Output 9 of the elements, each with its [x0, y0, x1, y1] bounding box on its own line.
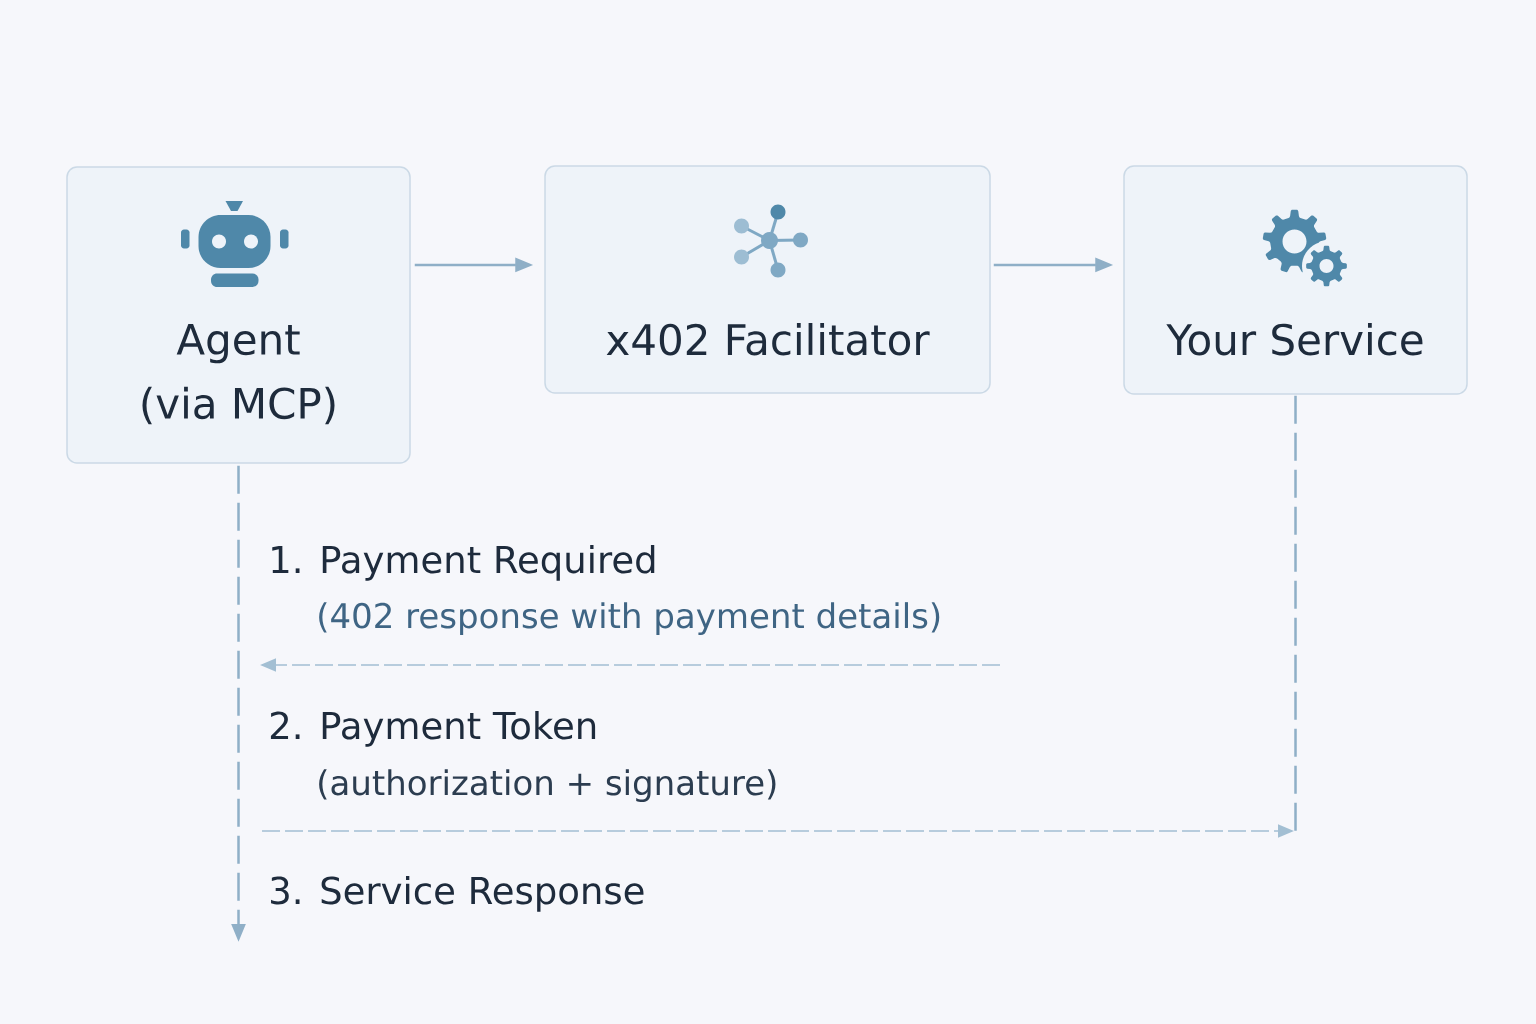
step-heading: 2. Payment Token	[270, 710, 596, 747]
process-box: Your Service	[1123, 165, 1468, 395]
step-heading: 1. Payment Required	[272, 544, 655, 581]
step-description: (402 response with payment details)	[319, 602, 940, 636]
dashed-line	[1294, 395, 1297, 831]
process-box: x402 Facilitator	[544, 165, 991, 394]
process-box: Agent (via MCP)	[66, 166, 411, 464]
step-heading: 3. Service Response	[271, 875, 644, 912]
step-description: (authorization + signature)	[319, 769, 776, 803]
